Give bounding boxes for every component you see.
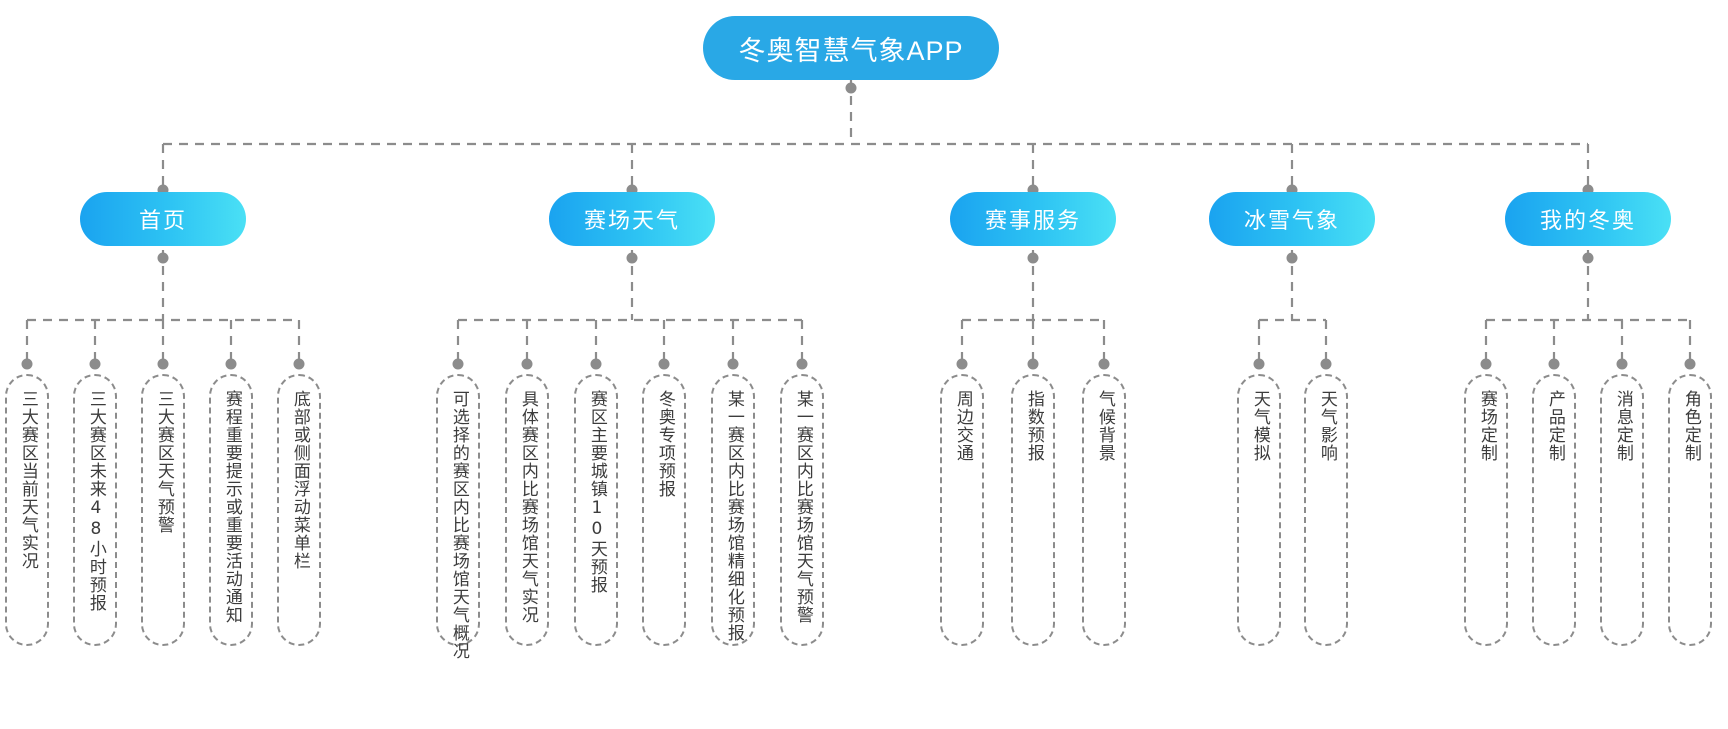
branch-node-label: 赛场天气 <box>583 208 680 233</box>
leaf-node[interactable]: 角色定制 <box>1668 374 1712 646</box>
leaf-node[interactable]: 天气模拟 <box>1237 374 1281 646</box>
leaf-node-label: 指数预报 <box>1023 390 1044 462</box>
leaf-node[interactable]: 天气影响 <box>1304 374 1348 646</box>
leaf-node-label: 角色定制 <box>1680 390 1701 462</box>
leaf-node-label: 三大赛区天气预警 <box>153 390 174 534</box>
leaf-node[interactable]: 消息定制 <box>1600 374 1644 646</box>
connector-dots <box>21 82 1696 370</box>
root-node[interactable]: 冬奥智慧气象APP <box>703 16 999 80</box>
leaf-node[interactable]: 周边交通 <box>940 374 984 646</box>
leaf-node-label: 可选择的赛区内比赛场馆天气概况 <box>448 390 469 660</box>
leaf-node-label: 消息定制 <box>1612 390 1633 462</box>
branch-node-label: 首页 <box>138 208 187 233</box>
root-node-label: 冬奥智慧气象APP <box>738 35 964 66</box>
leaf-node[interactable]: 可选择的赛区内比赛场馆天气概况 <box>436 374 480 660</box>
leaf-node-label: 天气模拟 <box>1249 390 1270 462</box>
leaf-node[interactable]: 指数预报 <box>1011 374 1055 646</box>
leaf-node-label: 三大赛区当前天气实况 <box>17 390 38 570</box>
branch-node-label: 冰雪气象 <box>1243 208 1340 233</box>
leaf-node[interactable]: 三大赛区未来48小时预报 <box>73 374 117 646</box>
branch-node-saichangtianqi[interactable]: 赛场天气 <box>549 192 715 246</box>
leaf-node-label: 气候背景 <box>1094 390 1115 462</box>
leaf-node[interactable]: 底部或侧面浮动菜单栏 <box>277 374 321 646</box>
leaf-node-label: 某一赛区内比赛场馆天气预警 <box>792 390 813 624</box>
leaf-node[interactable]: 气候背景 <box>1082 374 1126 646</box>
leaf-node[interactable]: 三大赛区天气预警 <box>141 374 185 646</box>
leaf-node-label: 冬奥专项预报 <box>654 390 675 498</box>
branch-node-wodedongao[interactable]: 我的冬奥 <box>1505 192 1671 246</box>
leaf-node-label: 天气影响 <box>1316 390 1337 462</box>
leaf-node-label: 赛场定制 <box>1476 390 1497 462</box>
leaf-node[interactable]: 三大赛区当前天气实况 <box>5 374 49 646</box>
leaf-node-label: 具体赛区内比赛场馆天气实况 <box>517 390 538 624</box>
leaf-node-label: 三大赛区未来48小时预报 <box>85 390 106 612</box>
leaf-node-label: 产品定制 <box>1544 390 1565 462</box>
leaf-node-label: 周边交通 <box>952 390 973 462</box>
branch-node-shouye[interactable]: 首页 <box>80 192 246 246</box>
branch-node-bingxueqixiang[interactable]: 冰雪气象 <box>1209 192 1375 246</box>
branch-node-label: 赛事服务 <box>984 208 1081 233</box>
leaf-node[interactable]: 赛区主要城镇10天预报 <box>574 374 618 646</box>
leaf-node[interactable]: 某一赛区内比赛场馆精细化预报 <box>711 374 755 646</box>
leaf-node[interactable]: 产品定制 <box>1532 374 1576 646</box>
leaf-node-label: 赛程重要提示或重要活动通知 <box>221 390 242 624</box>
leaf-node[interactable]: 赛程重要提示或重要活动通知 <box>209 374 253 646</box>
leaf-node[interactable]: 赛场定制 <box>1464 374 1508 646</box>
leaf-node-label: 某一赛区内比赛场馆精细化预报 <box>723 390 744 642</box>
leaf-node[interactable]: 具体赛区内比赛场馆天气实况 <box>505 374 549 646</box>
branch-node-saishifuwu[interactable]: 赛事服务 <box>950 192 1116 246</box>
leaf-node-label: 赛区主要城镇10天预报 <box>586 390 607 594</box>
leaf-node-label: 底部或侧面浮动菜单栏 <box>289 390 310 570</box>
leaf-node[interactable]: 冬奥专项预报 <box>642 374 686 646</box>
leaf-node[interactable]: 某一赛区内比赛场馆天气预警 <box>780 374 824 646</box>
branch-node-label: 我的冬奥 <box>1539 208 1636 233</box>
